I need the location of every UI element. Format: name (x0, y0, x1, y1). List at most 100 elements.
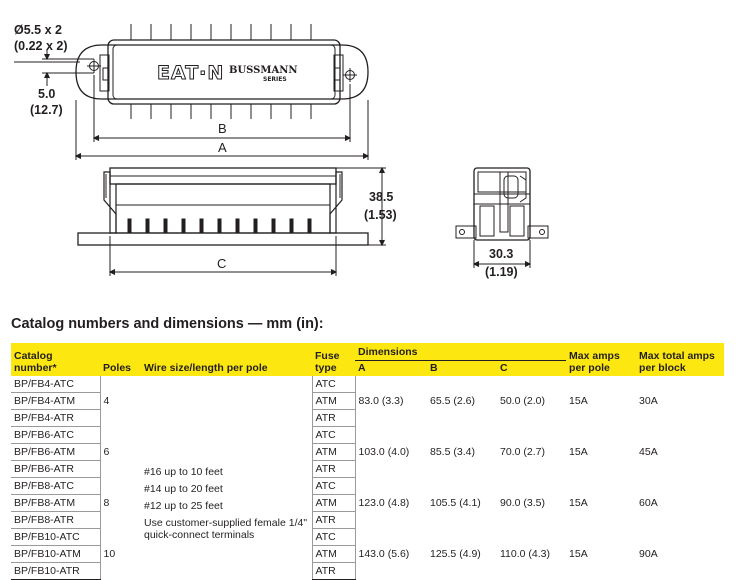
table-row: BP/FB6-ATM ATM (11, 443, 724, 461)
wire-size-cell (141, 376, 312, 427)
poles-cell: 8 (103, 497, 110, 509)
catalog-number: BP/FB6-ATR (11, 460, 101, 478)
side-pin (217, 218, 222, 234)
catalog-number: BP/FB4-ATC (11, 376, 101, 393)
table-row: BP/FB10-ATR ATR (11, 562, 724, 580)
side-pin (235, 218, 240, 234)
header-max-total: Max total amps per block (636, 343, 725, 376)
offset-dim-in: (12.7) (30, 103, 63, 117)
wire-size-cell: #16 up to 10 feet #14 up to 20 feet #12 up… (141, 427, 312, 580)
side-pin (271, 218, 276, 234)
side-pin (163, 218, 168, 234)
technical-drawing: EAT·N BUSSMANN SERIES Ø5.5 x 2 (0.22 x 2… (14, 23, 549, 279)
fuse-type: ATC (311, 376, 356, 393)
dim-b-cell: 105.5 (4.1) (430, 497, 481, 509)
catalog-number: BP/FB8-ATM (11, 494, 101, 512)
catalog-number: BP/FB10-ATC (11, 528, 101, 546)
catalog-number: BP/FB4-ATR (11, 409, 101, 427)
side-pins (127, 218, 312, 234)
fuse-type: ATM (311, 494, 356, 512)
side-pin (145, 218, 150, 234)
max-pole-cell: 15A (569, 497, 588, 509)
eaton-logo: EAT·N (157, 62, 224, 84)
dim-a-cell: 103.0 (4.0) (358, 446, 410, 458)
side-pin (307, 218, 312, 234)
wire-size-line: Use customer-supplied female 1/4" quick-… (144, 516, 308, 541)
offset-dim-mm: 5.0 (38, 87, 55, 101)
fuse-type: ATR (311, 511, 356, 529)
dim-label-b: B (218, 121, 227, 136)
table-row: BP/FB8-ATM ATM (11, 494, 724, 512)
fuse-type: ATC (311, 477, 356, 495)
dim-c-cell: 90.0 (3.5) (500, 497, 545, 509)
header-c: C (497, 360, 567, 376)
fuse-type: ATC (311, 426, 356, 444)
width-dim-mm: 30.3 (489, 247, 513, 261)
dim-a-cell: 143.0 (5.6) (358, 548, 410, 560)
fuse-type: ATR (311, 460, 356, 478)
max-pole-cell: 15A (569, 395, 588, 408)
table-row: BP/FB4-ATM ATM (11, 392, 724, 410)
max-pole-cell: 15A (569, 446, 588, 458)
header-b: B (427, 360, 497, 376)
dim-c-cell: 50.0 (2.0) (500, 395, 545, 408)
poles-cell: 4 (103, 395, 110, 408)
bussmann-logo: BUSSMANN (229, 65, 298, 76)
table-row: BP/FB6-ATR ATR (11, 460, 724, 478)
fuse-type: ATC (311, 528, 356, 546)
side-pin (181, 218, 186, 234)
header-a: A (355, 360, 427, 376)
dim-b-cell: 85.5 (3.4) (430, 446, 475, 458)
dim-label-c: C (217, 256, 226, 271)
header-poles: Poles (100, 343, 141, 376)
section-title: Catalog numbers and dimensions — mm (in)… (11, 316, 324, 332)
max-pole-cell: 15A (569, 548, 588, 560)
width-dim-in: (1.19) (485, 265, 518, 279)
header-fuse: Fuse type (312, 343, 355, 376)
top-view (14, 24, 370, 160)
wire-size-line: #14 up to 20 feet (144, 482, 223, 495)
side-pin (289, 218, 294, 234)
poles-cell: 6 (103, 446, 110, 458)
side-pin (199, 218, 204, 234)
mounting-hole (87, 59, 101, 73)
dim-b-cell: 125.5 (4.9) (430, 548, 481, 560)
hole-dim-in: (0.22 x 2) (14, 39, 68, 53)
fuse-type: ATM (311, 545, 356, 563)
max-total-cell: 30A (639, 395, 658, 408)
side-pin (127, 218, 132, 234)
catalog-number: BP/FB10-ATM (11, 545, 101, 563)
dim-label-a: A (218, 140, 227, 155)
catalog-number: BP/FB4-ATM (11, 392, 101, 410)
height-dim-mm: 38.5 (369, 190, 393, 204)
side-pin (253, 218, 258, 234)
catalog-number: BP/FB10-ATR (11, 562, 101, 580)
catalog-number: BP/FB6-ATM (11, 443, 101, 461)
end-view (455, 167, 549, 268)
dim-a-cell: 123.0 (4.8) (358, 497, 410, 509)
terminals-bottom (130, 104, 312, 119)
wire-size-line: #12 up to 25 feet (144, 499, 223, 512)
fuse-type: ATM (311, 443, 356, 461)
header-dimensions: Dimensions (355, 343, 567, 361)
dim-c-cell: 110.0 (4.3) (500, 548, 551, 560)
height-dim-in: (1.53) (364, 208, 397, 222)
dim-b-cell: 65.5 (2.6) (430, 395, 475, 408)
fuse-type: ATR (311, 562, 356, 580)
fuse-type: ATM (311, 392, 356, 410)
wire-size-line: #16 up to 10 feet (144, 465, 223, 478)
catalog-number: BP/FB6-ATC (11, 426, 101, 444)
dim-a-cell: 83.0 (3.3) (358, 395, 404, 408)
table-row: BP/FB10-ATM ATM (11, 545, 724, 563)
max-total-cell: 60A (639, 497, 658, 509)
poles-cell: 10 (103, 548, 116, 560)
header-wire: Wire size/length per pole (141, 343, 312, 376)
header-catalog: Catalog number* (11, 343, 100, 376)
side-view (77, 166, 386, 276)
dim-c-cell: 70.0 (2.7) (500, 446, 545, 458)
